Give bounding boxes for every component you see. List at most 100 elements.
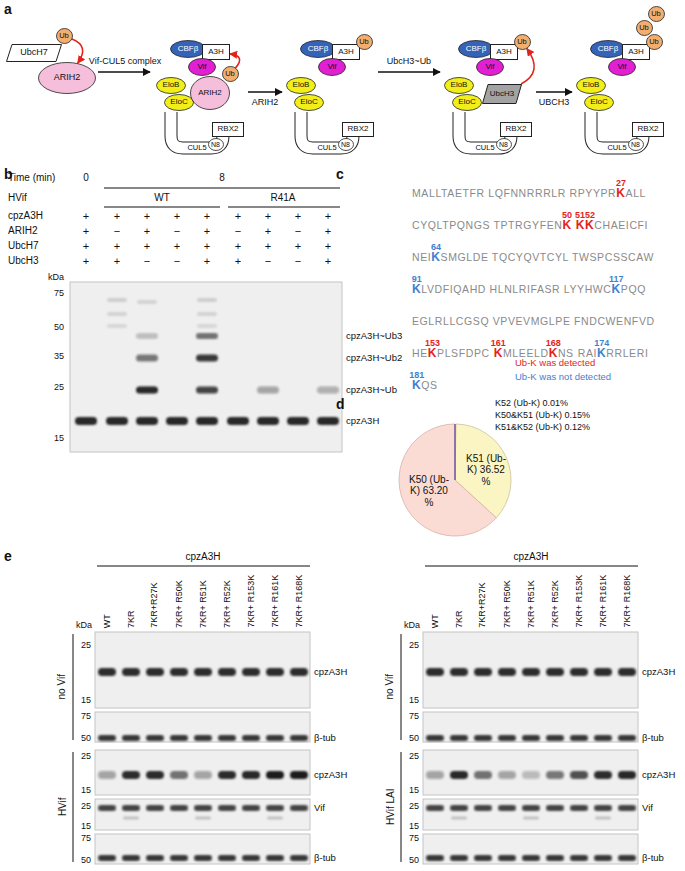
- protein-band: [498, 771, 516, 779]
- box-outline: [633, 123, 664, 137]
- marker-size: 75: [81, 833, 91, 843]
- protein-band: [146, 805, 164, 811]
- e2-enzyme: UbcH7: [6, 44, 62, 62]
- node-label: A3H: [338, 48, 354, 56]
- protein-band: [450, 855, 468, 861]
- row-header: cpzA3H: [8, 210, 43, 222]
- lysine-residue: K: [562, 218, 571, 232]
- panel-letter: d: [336, 396, 345, 412]
- band-label: β-tub: [642, 733, 664, 744]
- pie-slice: [454, 424, 455, 480]
- node-label: CUL5: [187, 144, 206, 152]
- band-label: cpzA3H: [314, 667, 347, 678]
- bracket: [73, 634, 74, 740]
- lysine-residue: K: [494, 346, 503, 360]
- protein-band: [451, 817, 467, 820]
- protein-band: [522, 805, 540, 811]
- group-rule: [228, 207, 340, 208]
- condition-label: no Vif: [384, 674, 396, 699]
- band-label: cpzA3H~Ub: [346, 385, 397, 396]
- protein-band: [146, 771, 164, 779]
- slice-label: K50 (Ub-K) 63.20 %: [407, 474, 451, 509]
- protein-band: [522, 771, 540, 779]
- protein-band: [194, 771, 212, 779]
- ubiquitin: Ub: [646, 34, 663, 50]
- band-label: β-tub: [314, 733, 336, 744]
- step-arrow: [378, 71, 440, 73]
- protein-band: [146, 735, 164, 741]
- blot: [95, 834, 310, 864]
- protein-band: [196, 417, 218, 425]
- residue-number: 5152: [575, 210, 595, 220]
- protein-band: [498, 735, 516, 741]
- column-header: 0: [83, 172, 89, 184]
- marker-size: 15: [409, 821, 419, 831]
- marker-size: 25: [409, 801, 419, 811]
- sequence-text: EGLRLLCGSQ VPVEVMGLPE FNDCWENFVD: [412, 315, 655, 328]
- marker-size: 25: [54, 382, 64, 392]
- table-cell: +: [174, 210, 180, 223]
- table-cell: −: [144, 255, 150, 268]
- ellipse-outline: [577, 78, 606, 94]
- step-label: Vif-CUL5 complex: [89, 56, 161, 66]
- lane-label: 7KR+ R52K: [550, 580, 560, 628]
- residue-number: 153: [425, 338, 440, 348]
- protein-band: [197, 298, 217, 302]
- legend-text: Ub-K was not detected: [515, 372, 611, 383]
- protein-band: [290, 805, 308, 811]
- band-label: cpzA3H: [314, 770, 347, 781]
- protein-band: [242, 668, 260, 676]
- band-label: cpzA3H: [642, 770, 675, 781]
- protein-band: [218, 771, 236, 779]
- ellipse-outline: [338, 139, 353, 151]
- band-label: β-tub: [642, 853, 664, 864]
- panel-letter: e: [4, 548, 12, 564]
- protein-band: [618, 735, 636, 741]
- sequence-text: CHAEICFI: [594, 219, 648, 232]
- row-header: UbcH7: [8, 240, 39, 252]
- band-label: β-tub: [314, 853, 336, 864]
- group-rule: [104, 188, 340, 189]
- protein-band: [426, 668, 444, 676]
- protein-band: [98, 855, 116, 861]
- protein-band: [136, 333, 158, 339]
- protein-band: [594, 668, 612, 676]
- protein-band: [136, 387, 158, 394]
- row-header: Time (min): [8, 172, 55, 184]
- lane-label: 7KR: [126, 610, 136, 628]
- protein-band: [122, 668, 140, 676]
- marker-size: 50: [81, 855, 91, 865]
- protein-band: [546, 771, 564, 779]
- step-arrow: [248, 91, 282, 93]
- condition-label: no Vif: [56, 674, 68, 699]
- protein-band: [618, 805, 636, 811]
- slice-label: K52 (Ub-K) 0.01%: [495, 398, 568, 408]
- protein-band: [136, 355, 158, 362]
- protein-band: [196, 333, 218, 339]
- protein-band: [426, 805, 444, 811]
- group-rule: [97, 566, 310, 567]
- lane-label: 7KR+ R153K: [574, 575, 584, 628]
- protein-band: [170, 735, 188, 741]
- protein-band: [218, 735, 236, 741]
- ubiquitin: Ub: [514, 34, 531, 50]
- protein-band: [196, 387, 218, 394]
- lysine-residue: KK: [576, 218, 595, 232]
- residue-number: 181: [409, 370, 424, 380]
- protein-band: [546, 668, 564, 676]
- ellipse-outline: [628, 139, 643, 151]
- protein-band: [450, 735, 468, 741]
- ellipse-outline: [609, 59, 636, 76]
- table-cell: +: [325, 225, 331, 238]
- residue-number: 91: [412, 274, 422, 284]
- table-cell: −: [295, 255, 301, 268]
- rbx2-box: RBX2: [342, 122, 374, 137]
- marker-size: 25: [409, 751, 419, 761]
- elongin-b: EloB: [444, 77, 474, 94]
- protein-band: [123, 817, 139, 820]
- protein-band: [146, 855, 164, 861]
- protein-band: [474, 771, 492, 779]
- protein-band: [546, 805, 564, 811]
- group-header: cpzA3H: [513, 551, 548, 563]
- box-outline: [501, 123, 532, 137]
